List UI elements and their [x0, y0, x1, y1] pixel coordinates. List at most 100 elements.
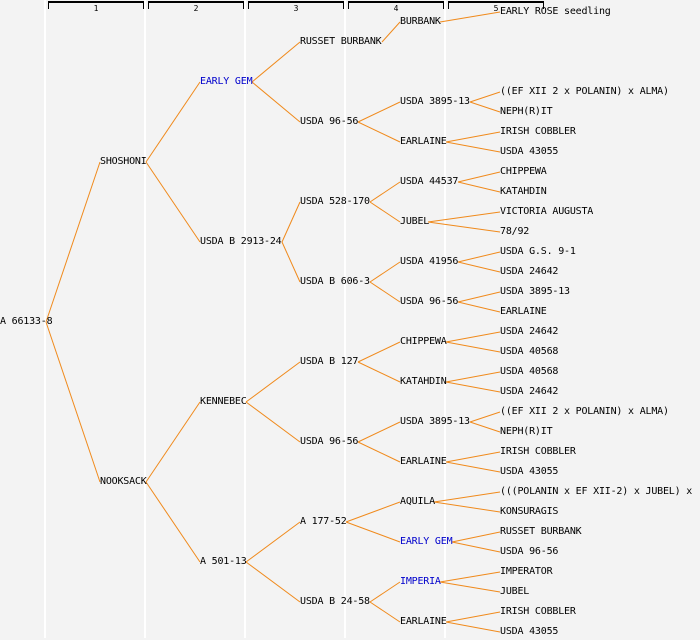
- ancestor-node: USDA 24642: [500, 266, 559, 277]
- ancestor-node: AQUILA: [400, 496, 435, 507]
- generation-label: 5: [493, 4, 499, 13]
- pedigree-link: [245, 401, 301, 443]
- ancestor-node: USDA 43055: [500, 146, 559, 157]
- ancestor-node: USDA 3895-13: [500, 286, 570, 297]
- ancestor-node: USDA 24642: [500, 386, 559, 397]
- pedigree-link: [369, 201, 401, 223]
- ancestor-node: USDA 43055: [500, 466, 559, 477]
- ancestor-node: USDA 96-56: [300, 436, 359, 447]
- pedigree-link: [369, 581, 401, 603]
- pedigree-link: [45, 321, 101, 483]
- ancestor-node: A 501-13: [200, 556, 247, 567]
- pedigree-link: [445, 371, 501, 383]
- pedigree-link: [445, 451, 501, 463]
- generation-label: 3: [293, 4, 299, 13]
- pedigree-link: [469, 421, 501, 433]
- ancestor-node: IMPERATOR: [500, 566, 553, 577]
- generation-label: 2: [193, 4, 199, 13]
- pedigree-link: [457, 181, 501, 193]
- pedigree-link: [445, 331, 501, 343]
- pedigree-link: [469, 411, 501, 423]
- pedigree-link: [357, 421, 401, 443]
- ancestor-node: USDA 3895-13: [400, 416, 470, 427]
- pedigree-link: [345, 521, 401, 543]
- ancestor-node: USDA 24642: [500, 326, 559, 337]
- root-node: A 66133-8: [0, 316, 53, 327]
- pedigree-link: [245, 361, 301, 403]
- ancestor-node: USDA 43055: [500, 626, 559, 637]
- ancestor-node: EARLAINE: [400, 456, 447, 467]
- pedigree-link: [357, 341, 401, 363]
- pedigree-link: [369, 261, 401, 283]
- pedigree-link: [245, 521, 301, 563]
- pedigree-link: [145, 161, 201, 243]
- ancestor-node: ((EF XII 2 x POLANIN) x ALMA): [500, 86, 669, 97]
- pedigree-link: [357, 361, 401, 383]
- ancestor-node: JUBEL: [500, 586, 530, 597]
- ancestor-node: NEPH(R)IT: [500, 106, 553, 117]
- ancestor-node: EARLAINE: [400, 616, 447, 627]
- pedigree-link: [433, 491, 501, 503]
- ancestor-node[interactable]: IMPERIA: [400, 576, 441, 587]
- ancestor-node: RUSSET BURBANK: [500, 526, 582, 537]
- column-separator: [444, 0, 446, 638]
- pedigree-link: [369, 181, 401, 203]
- pedigree-link: [345, 501, 401, 523]
- generation-header-2: 2: [148, 1, 244, 13]
- pedigree-link: [445, 611, 501, 623]
- column-separator: [44, 0, 46, 638]
- pedigree-link: [145, 81, 201, 163]
- ancestor-node: IRISH COBBLER: [500, 126, 576, 137]
- generation-header-3: 3: [248, 1, 344, 13]
- ancestor-node: USDA B 24-58: [300, 596, 370, 607]
- ancestor-node[interactable]: EARLY GEM: [400, 536, 453, 547]
- pedigree-link: [281, 241, 301, 283]
- ancestor-node: EARLY ROSE seedling: [500, 6, 611, 17]
- pedigree-link: [357, 441, 401, 463]
- ancestor-node: USDA 40568: [500, 366, 559, 377]
- ancestor-node: NOOKSACK: [100, 476, 147, 487]
- ancestor-node: EARLAINE: [500, 306, 547, 317]
- pedigree-link: [369, 601, 401, 623]
- pedigree-link: [469, 91, 501, 103]
- pedigree-link: [457, 261, 501, 273]
- generation-header-1: 1: [48, 1, 144, 13]
- pedigree-link: [381, 21, 401, 43]
- pedigree-link: [445, 141, 501, 153]
- pedigree-link: [251, 41, 301, 83]
- pedigree-link: [145, 401, 201, 483]
- pedigree-link: [445, 461, 501, 473]
- pedigree-link: [245, 561, 301, 603]
- column-separator: [144, 0, 146, 638]
- ancestor-node: KENNEBEC: [200, 396, 247, 407]
- pedigree-link: [469, 101, 501, 113]
- pedigree-link: [439, 571, 501, 583]
- column-separator: [244, 0, 246, 638]
- generation-header-4: 4: [348, 1, 444, 13]
- ancestor-node: IRISH COBBLER: [500, 606, 576, 617]
- pedigree-link: [457, 291, 501, 303]
- ancestor-node[interactable]: EARLY GEM: [200, 76, 253, 87]
- ancestor-node: USDA B 2913-24: [200, 236, 282, 247]
- pedigree-link: [45, 161, 101, 323]
- pedigree-link: [445, 131, 501, 143]
- pedigree-link: [433, 501, 501, 513]
- pedigree-link: [427, 221, 501, 233]
- ancestor-node: USDA 41956: [400, 256, 459, 267]
- ancestor-node: USDA B 606-3: [300, 276, 370, 287]
- pedigree-link: [281, 201, 301, 243]
- generation-label: 4: [393, 4, 399, 13]
- ancestor-node: RUSSET BURBANK: [300, 36, 382, 47]
- ancestor-node: CHIPPEWA: [500, 166, 547, 177]
- generation-header-5: 5: [448, 1, 544, 13]
- pedigree-link: [457, 301, 501, 313]
- pedigree-link: [357, 101, 401, 123]
- ancestor-node: USDA B 127: [300, 356, 359, 367]
- ancestor-node: EARLAINE: [400, 136, 447, 147]
- ancestor-node: USDA 96-56: [500, 546, 559, 557]
- pedigree-link: [369, 281, 401, 303]
- ancestor-node: VICTORIA AUGUSTA: [500, 206, 594, 217]
- ancestor-node: 78/92: [500, 226, 530, 237]
